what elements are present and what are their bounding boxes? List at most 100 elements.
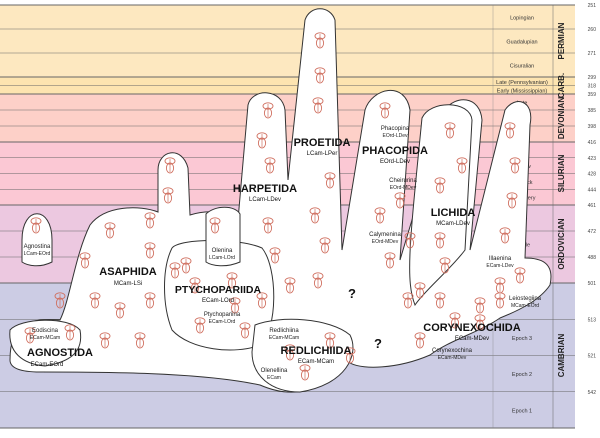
trilobite-icon xyxy=(344,347,356,364)
blob-lichida xyxy=(409,104,473,307)
trilobite-icon xyxy=(144,292,156,309)
trilobite-icon xyxy=(64,324,76,341)
age-label-8: 416 xyxy=(588,140,597,146)
trilobite-icon xyxy=(404,232,416,249)
trilobite-icon xyxy=(194,317,206,334)
trilobite-icon xyxy=(499,227,511,244)
trilobite-icon xyxy=(134,332,146,349)
order-name-harpetida: HARPETIDA xyxy=(233,183,297,195)
trilobite-icon xyxy=(414,332,426,349)
trilobite-icon xyxy=(379,102,391,119)
uncertainty-marks: ? ? xyxy=(348,286,382,351)
trilobite-icon xyxy=(439,257,451,274)
trilobite-icon xyxy=(506,192,518,209)
trilobite-icon xyxy=(284,277,296,294)
suborder-name-cheirurina: Cheirurina xyxy=(389,178,417,184)
order-range-redlichiida: ECam-MCam xyxy=(298,359,334,365)
age-labels: 2512602712993183593853984164234284444614… xyxy=(588,3,597,396)
age-label-11: 444 xyxy=(588,187,597,193)
blob-agnostida xyxy=(9,319,82,367)
order-name-proetida: PROETIDA xyxy=(294,137,351,149)
trilobite-icon xyxy=(509,157,521,174)
blob-agnostina xyxy=(21,213,53,267)
trilobite-icon xyxy=(299,364,311,381)
trilobite-icon xyxy=(114,302,126,319)
order-range-ptychopariida: ECam-LOrd xyxy=(202,298,234,304)
trilobite-icons xyxy=(24,32,526,381)
age-label-3: 299 xyxy=(588,75,597,81)
suborder-range-calymenina: EOrd-MDev xyxy=(372,239,399,245)
epoch-label-permian-1: Guadalupian xyxy=(506,40,537,46)
period-labels: PERMIANCARB.DEVONIANSILURIANORDOVICIANCA… xyxy=(557,22,566,377)
epoch-label-cambrian-1: Epoch 3 xyxy=(512,336,532,342)
suborder-range-corynexochina: ECam-MDev xyxy=(438,355,467,361)
question-mark-1: ? xyxy=(348,286,356,301)
trilobite-icon xyxy=(374,207,386,224)
period-label-devonian: DEVONIAN xyxy=(557,97,566,139)
trilobite-icon xyxy=(309,207,321,224)
trilobite-icon xyxy=(314,32,326,49)
band-devonian xyxy=(0,94,575,142)
trilobite-icon xyxy=(384,252,396,269)
suborder-name-leiostegiina: Leiostegiina xyxy=(509,296,542,302)
suborder-range-illaenina: ECam-LDev xyxy=(486,263,514,269)
order-range-proetida: LCam-LPer xyxy=(307,151,338,157)
trilobite-icon xyxy=(414,282,426,299)
age-label-17: 521 xyxy=(588,354,597,360)
suborder-name-redlichiina: Redlichiina xyxy=(269,328,299,334)
trilobite-icon xyxy=(239,322,251,339)
trilobite-icon xyxy=(209,217,221,234)
trilobite-icon xyxy=(256,132,268,149)
trilobite-icon xyxy=(144,242,156,259)
trilobite-icon xyxy=(164,157,176,174)
trilobite-icon xyxy=(104,222,116,239)
age-label-14: 488 xyxy=(588,255,597,261)
trilobite-icon xyxy=(494,277,506,294)
trilobite-icon xyxy=(514,267,526,284)
age-label-13: 472 xyxy=(588,229,597,235)
period-label-permian: PERMIAN xyxy=(557,22,566,59)
trilobite-icon xyxy=(54,292,66,309)
trilobite-icon xyxy=(262,217,274,234)
suborder-range-olenellina: ECam xyxy=(267,375,281,381)
epoch-label-cambrian-2: Epoch 2 xyxy=(512,372,532,378)
age-label-0: 251 xyxy=(588,3,597,9)
age-label-6: 385 xyxy=(588,108,597,114)
suborder-range-leiostegiina: MCam-EOrd xyxy=(511,303,539,309)
trilobite-icon xyxy=(312,272,324,289)
trilobite-icon xyxy=(144,212,156,229)
trilobite-icon xyxy=(269,247,281,264)
order-labels: AGNOSTIDA ECam-EOrd ASAPHIDA MCam-LSi PT… xyxy=(27,137,521,368)
age-label-5: 359 xyxy=(588,92,597,98)
age-label-9: 423 xyxy=(588,156,597,162)
blob-redlichiida xyxy=(251,318,354,393)
suborder-name-agnostina: Agnostina xyxy=(24,244,51,250)
epoch-label-cambrian-3: Epoch 1 xyxy=(512,408,532,414)
suborder-name-olenina: Olenina xyxy=(212,248,233,254)
age-label-10: 428 xyxy=(588,172,597,178)
trilobite-icon xyxy=(474,297,486,314)
trilobite-icon xyxy=(79,252,91,269)
epoch-label-carboniferous-1: Early (Mississippian) xyxy=(497,88,548,94)
trilobite-icon xyxy=(226,272,238,289)
period-label-silurian: SILURIAN xyxy=(557,154,566,192)
suborder-range-agnostina: LCam-EOrd xyxy=(24,251,51,257)
trilobite-icon xyxy=(99,332,111,349)
suborder-name-olenellina: Olenellina xyxy=(261,368,288,374)
trilobite-icon xyxy=(89,292,101,309)
trilobite-icon xyxy=(312,97,324,114)
order-range-agnostida: ECam-EOrd xyxy=(31,362,64,368)
trilobite-icon xyxy=(284,344,296,361)
order-range-lichida: MCam-LDev xyxy=(436,221,470,227)
suborder-name-phacopina: Phacopina xyxy=(381,126,410,132)
order-name-corynexochida: CORYNEXOCHIDA xyxy=(423,322,520,334)
order-name-agnostida: AGNOSTIDA xyxy=(27,347,93,359)
age-label-12: 461 xyxy=(588,203,597,209)
blob-olenina xyxy=(205,206,241,267)
suborder-labels: Agnostina LCam-EOrd Eodiscina ECam-MCam … xyxy=(24,126,542,381)
suborder-name-calymenina: Calymenina xyxy=(369,232,401,238)
suborder-name-corynexochina: Corynexochina xyxy=(432,348,473,354)
trilobite-icon xyxy=(474,314,486,331)
trilobite-icon xyxy=(434,177,446,194)
suborder-range-redlichiina: ECam-MCam xyxy=(269,335,299,341)
